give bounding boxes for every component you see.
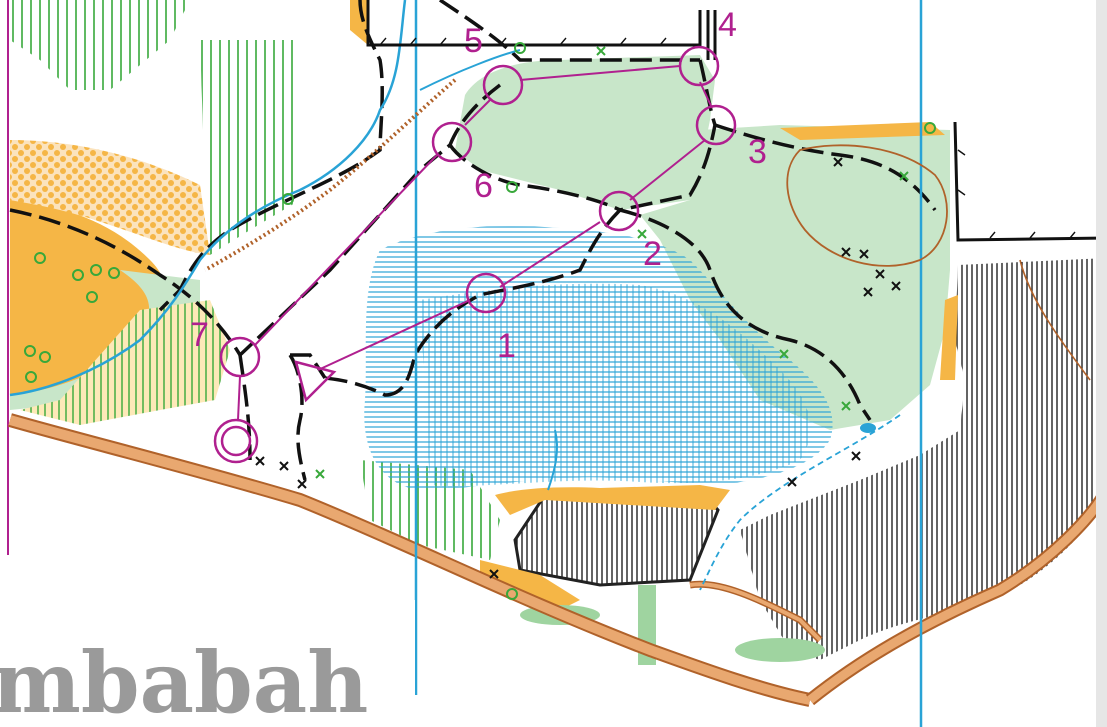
- open-patch-south: [495, 485, 730, 515]
- green-patch-south-2: [735, 638, 825, 662]
- contour-hill-east: [786, 144, 948, 267]
- finish-circle: [213, 418, 259, 464]
- control-label-1: 1: [497, 327, 516, 365]
- rough-open-dotted: [10, 140, 210, 255]
- stream-north-2: [419, 49, 521, 91]
- map-right-border: [1096, 0, 1107, 727]
- cliff-ticks: [379, 37, 1076, 239]
- marsh-vertical-overlay: [420, 283, 811, 487]
- cliffs: [366, 0, 1107, 242]
- road-south-main-fill: [8, 415, 811, 705]
- forest-east: [640, 125, 950, 430]
- map-title-fragment: mbabah: [0, 633, 368, 727]
- embankment: [204, 78, 457, 272]
- light-forest-left: [10, 270, 200, 410]
- undergrowth-north-left: [10, 0, 190, 90]
- control-label-4: 4: [718, 6, 737, 44]
- stream-north: [9, 0, 407, 397]
- stream-south: [547, 429, 558, 491]
- open-patch-southwest: [480, 560, 580, 610]
- buildings-east: [740, 258, 1107, 660]
- road-south-branch-fill: [689, 582, 822, 642]
- title-backdrop: [0, 600, 415, 727]
- feature-green-circles: [24, 42, 936, 600]
- open-patch-east-edge: [940, 295, 958, 380]
- contour-east-edge: [1019, 259, 1091, 381]
- feature-crosses: [255, 157, 901, 579]
- control-label-5: 5: [464, 22, 483, 60]
- open-patch-ne: [780, 122, 945, 140]
- pond-east: [860, 423, 876, 433]
- start-triangle: [294, 360, 337, 403]
- control-label-2: 2: [643, 235, 662, 273]
- road-southeast-fill: [807, 487, 1107, 704]
- open-patch-north: [350, 0, 368, 45]
- undergrowth-southwest: [20, 300, 230, 425]
- course-lines: [237, 65, 713, 421]
- control-label-7: 7: [190, 316, 209, 354]
- control-label-6: 6: [474, 167, 493, 205]
- feature-green-crosses: [315, 46, 909, 479]
- stream-east: [699, 414, 901, 591]
- control-label-3: 3: [748, 133, 767, 171]
- control-circles: [219, 45, 737, 378]
